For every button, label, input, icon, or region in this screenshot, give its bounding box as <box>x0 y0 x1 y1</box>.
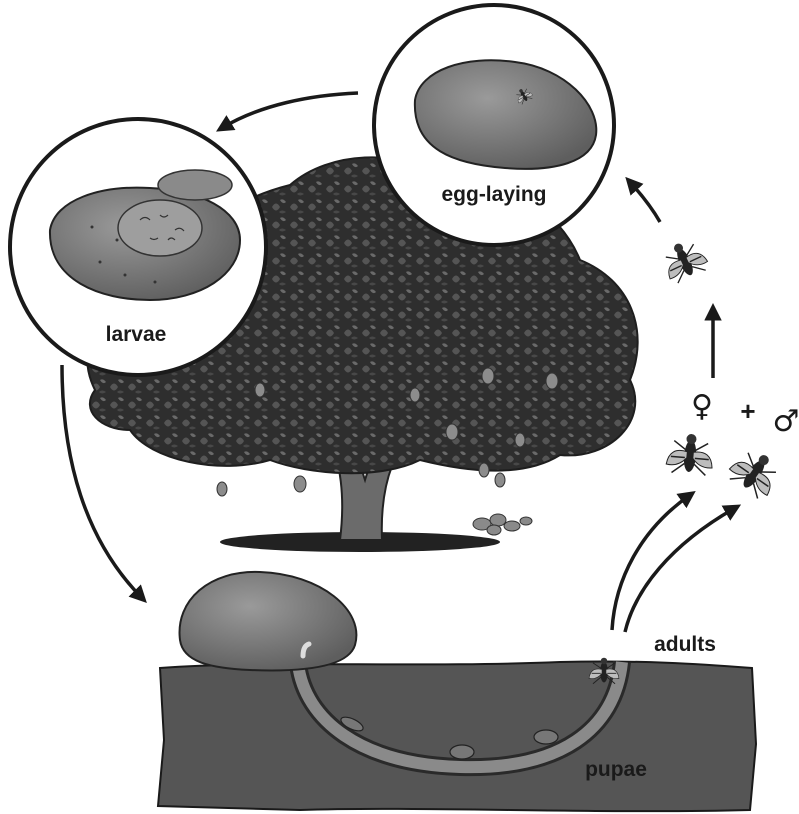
female-fly-icon <box>666 432 715 476</box>
female-symbol: ♀ <box>691 389 713 424</box>
fallen-fruit-on-ground <box>180 572 357 671</box>
fallen-fruits <box>473 514 532 535</box>
arrow-fly-to-egg <box>630 182 660 222</box>
larvae-label: larvae <box>106 323 167 346</box>
adults-label: adults <box>654 633 716 656</box>
arrow-egg-to-larvae <box>222 93 358 128</box>
soil-cross-section <box>158 572 756 811</box>
arrow-adult-to-male <box>625 508 735 632</box>
soil-block <box>158 661 756 811</box>
larvae-stage: larvae <box>10 119 266 375</box>
egg-laying-label: egg-laying <box>441 183 546 206</box>
arrow-adult-to-female <box>612 495 690 630</box>
egg-laying-stage: egg-laying <box>374 5 614 245</box>
male-fly-icon <box>725 443 786 502</box>
pupae-label: pupae <box>585 758 647 781</box>
plus-symbol: + <box>740 396 755 426</box>
adult-fly-flying-icon <box>658 235 711 285</box>
larvae-fruit-slice <box>158 170 232 200</box>
male-symbol: ♂ <box>773 404 799 439</box>
larvae-fruit-cut-surface <box>118 200 202 256</box>
